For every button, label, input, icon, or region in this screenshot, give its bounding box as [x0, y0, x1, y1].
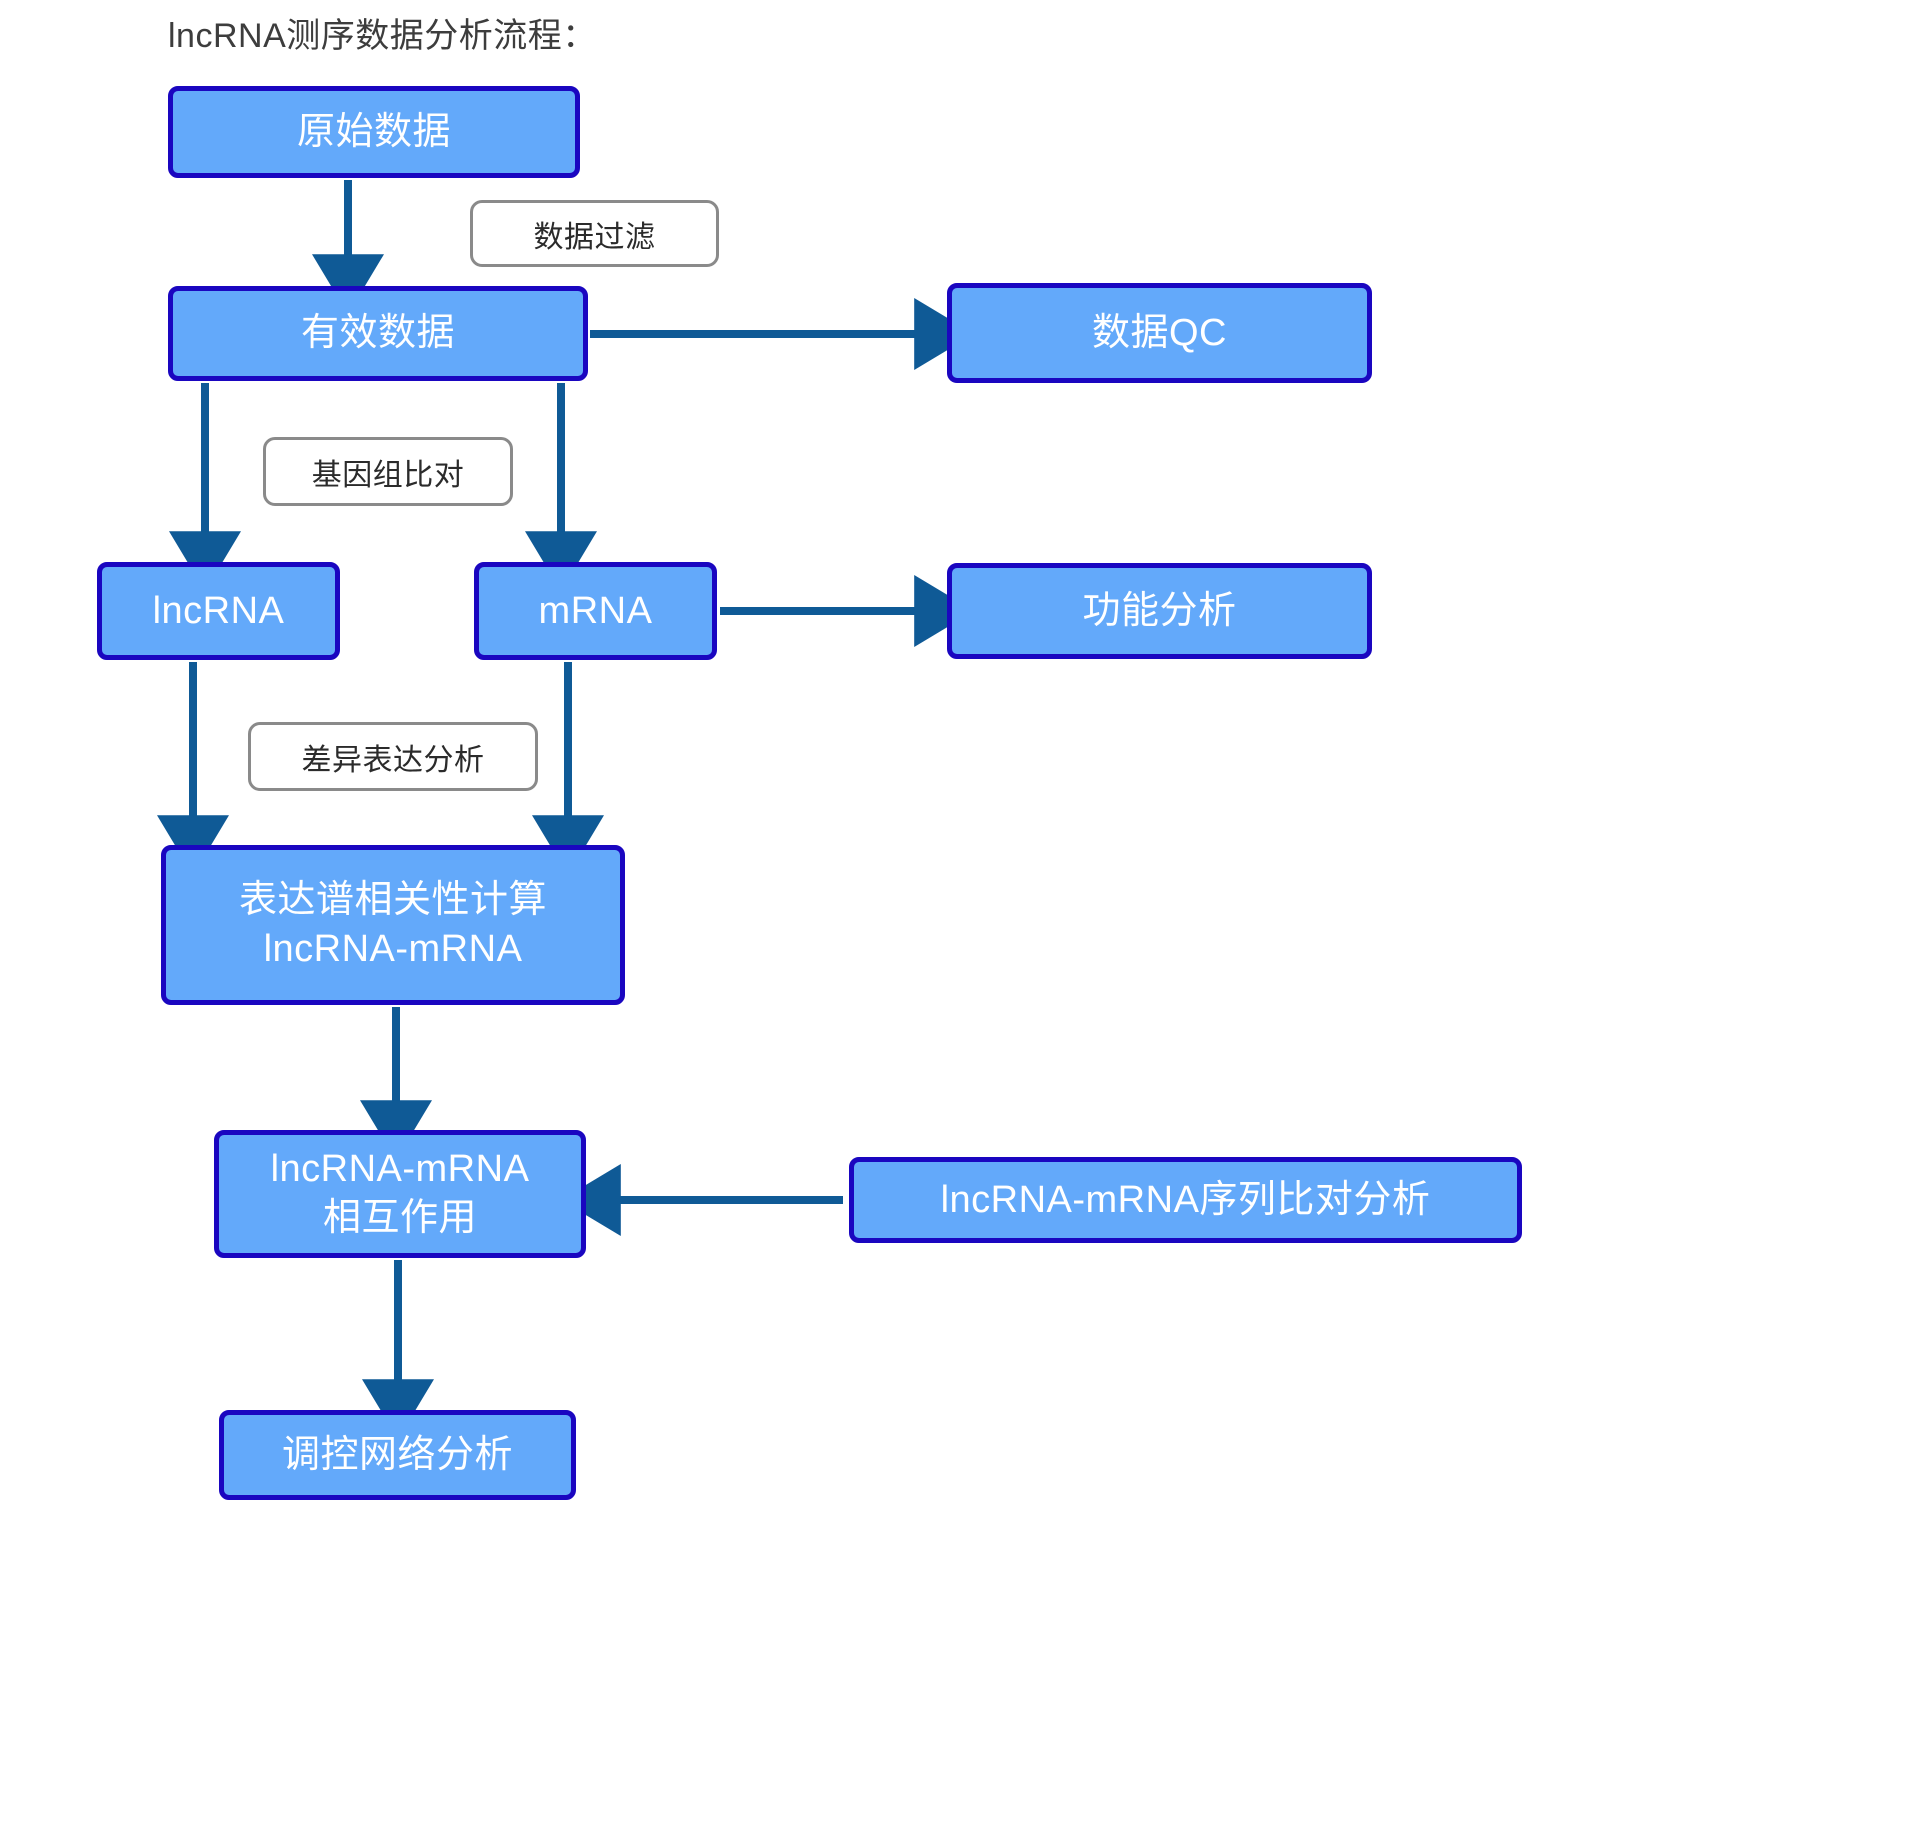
node-label: 功能分析 — [1082, 589, 1237, 632]
node-data-qc[interactable]: 数据QC — [947, 283, 1372, 383]
node-label: lncRNA-mRNA序列比对分析 — [940, 1178, 1431, 1221]
node-lncrna[interactable]: lncRNA — [97, 562, 340, 660]
edge-label-differential-expression: 差异表达分析 — [248, 722, 538, 791]
edge-label-text: 数据过滤 — [533, 220, 656, 254]
node-sequence-alignment-analysis[interactable]: lncRNA-mRNA序列比对分析 — [849, 1157, 1522, 1243]
node-mrna[interactable]: mRNA — [474, 562, 717, 660]
page-title: lncRNA测序数据分析流程： — [168, 17, 597, 55]
node-functional-analysis[interactable]: 功能分析 — [947, 563, 1372, 659]
edge-label-text: 基因组比对 — [311, 458, 465, 492]
node-raw-data[interactable]: 原始数据 — [168, 86, 580, 178]
node-label: 原始数据 — [296, 110, 451, 153]
node-valid-data[interactable]: 有效数据 — [168, 286, 588, 381]
node-label: 调控网络分析 — [281, 1433, 513, 1476]
node-label: 数据QC — [1091, 311, 1227, 354]
node-lncrna-mrna-interaction[interactable]: lncRNA-mRNA 相互作用 — [214, 1130, 586, 1258]
edge-label-data-filter: 数据过滤 — [470, 200, 719, 267]
node-label: lncRNA — [152, 589, 285, 632]
node-regulatory-network-analysis[interactable]: 调控网络分析 — [219, 1410, 576, 1500]
node-label: mRNA — [538, 589, 653, 632]
node-label: lncRNA-mRNA 相互作用 — [270, 1148, 530, 1239]
node-label: 有效数据 — [300, 312, 455, 355]
edge-label-text: 差异表达分析 — [301, 743, 485, 777]
node-correlation-calculation[interactable]: 表达谱相关性计算 lncRNA-mRNA — [161, 845, 625, 1005]
edge-label-genome-alignment: 基因组比对 — [263, 437, 513, 506]
node-label: 表达谱相关性计算 lncRNA-mRNA — [238, 879, 547, 970]
